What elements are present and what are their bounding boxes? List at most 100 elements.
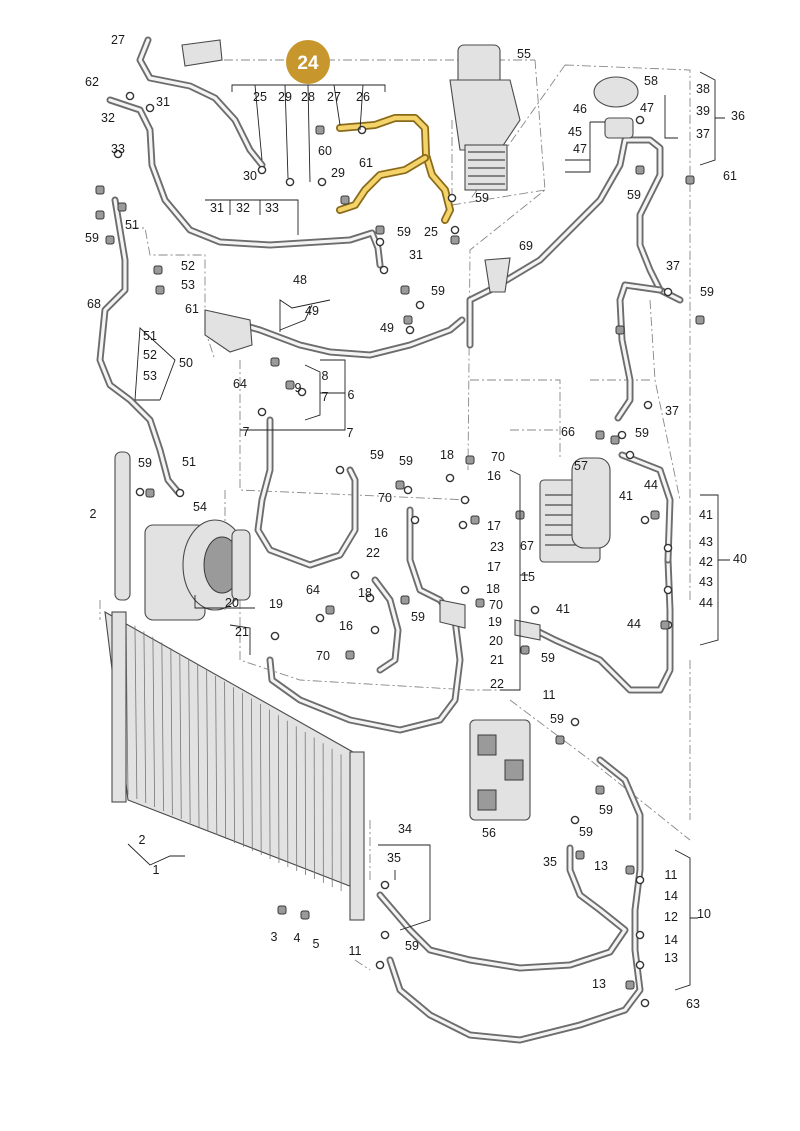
part-number-label: 57 [574, 459, 588, 473]
part-number-label: 60 [318, 144, 332, 158]
seal-ring [113, 149, 123, 159]
part-number-label: 32 [236, 201, 250, 215]
part-number-label: 31 [210, 201, 224, 215]
bolt-fitting [345, 650, 355, 660]
part-number-label: 59 [405, 939, 419, 953]
seal-ring [643, 400, 653, 410]
part-number-label: 59 [411, 610, 425, 624]
bolt-fitting [470, 515, 480, 525]
seal-ring [365, 593, 375, 603]
part-number-label: 14 [664, 933, 678, 947]
bolt-fitting [277, 905, 287, 915]
chiller [539, 457, 611, 563]
part-number-label: 53 [181, 278, 195, 292]
condenser-fin [259, 703, 262, 856]
part-number-label: 38 [696, 82, 710, 96]
part-number-label: 7 [322, 390, 329, 404]
condenser-fin [206, 670, 209, 832]
part-number-label: 13 [592, 977, 606, 991]
part-number-label: 51 [182, 455, 196, 469]
seal-ring [380, 880, 390, 890]
part-number-label: 21 [235, 625, 249, 639]
seal-ring [635, 115, 645, 125]
part-number-label: 56 [482, 826, 496, 840]
valve-block [593, 76, 639, 139]
part-number-label: 17 [487, 560, 501, 574]
part-number-label: 46 [573, 102, 587, 116]
seal-ring [145, 103, 155, 113]
seal-ring [635, 875, 645, 885]
part-number-label: 16 [487, 469, 501, 483]
bolt-fitting [595, 430, 605, 440]
part-number-label: 1 [153, 863, 160, 877]
part-number-label: 70 [378, 491, 392, 505]
part-number-label: 58 [644, 74, 658, 88]
seal-ring [663, 585, 673, 595]
seal-ring [460, 495, 470, 505]
seal-ring [370, 625, 380, 635]
part-number-label: 11 [543, 688, 556, 702]
seal-ring [458, 520, 468, 530]
seal-ring [350, 570, 360, 580]
part-number-label: 17 [487, 519, 501, 533]
bolt-fitting [555, 735, 565, 745]
seal-ring [285, 177, 295, 187]
part-number-label: 63 [686, 997, 700, 1011]
condenser-fins [125, 619, 351, 895]
bolt-fitting [325, 605, 335, 615]
bolt-fitting [95, 185, 105, 195]
part-number-label: 2 [139, 833, 146, 847]
part-number-label: 61 [359, 156, 373, 170]
hose-left-loop [106, 96, 384, 269]
seal-ring [335, 465, 345, 475]
seal-ring [257, 165, 267, 175]
part-number-label: 47 [573, 142, 587, 156]
part-number-label: 59 [138, 456, 152, 470]
seal-ring [415, 300, 425, 310]
part-number-label: 64 [306, 583, 320, 597]
bolt-fitting [635, 165, 645, 175]
part-number-label: 37 [696, 127, 710, 141]
part-number-label: 20 [489, 634, 503, 648]
part-number-label: 51 [125, 218, 139, 232]
part-number-label: 15 [521, 570, 535, 584]
part-number-label: 20 [225, 596, 239, 610]
control-block [469, 719, 531, 821]
part-number-label: 39 [696, 104, 710, 118]
part-number-label: 13 [594, 859, 608, 873]
part-number-label: 14 [664, 889, 678, 903]
part-number-label: 8 [322, 369, 329, 383]
part-number-label: 59 [550, 712, 564, 726]
part-number-label: 33 [111, 142, 125, 156]
part-number-label: 13 [664, 951, 678, 965]
part-number-label: 66 [561, 425, 575, 439]
part-number-label: 44 [699, 596, 713, 610]
part-number-label: 40 [733, 552, 747, 566]
bolt-fitting [105, 235, 115, 245]
condenser-fin [215, 675, 218, 836]
condenser-fin [268, 709, 271, 860]
seal-ring [375, 960, 385, 970]
hose-lower-middle [376, 844, 629, 972]
part-number-label: 22 [366, 546, 380, 560]
seal-ring [460, 585, 470, 595]
seal-ring [410, 515, 420, 525]
condenser-fin [179, 653, 182, 820]
part-number-label: 59 [85, 231, 99, 245]
bolt-fitting [695, 315, 705, 325]
hose-center-long [266, 506, 464, 734]
seal-ring [270, 631, 280, 641]
condenser-fin [161, 642, 164, 812]
part-number-label: 7 [243, 425, 250, 439]
part-number-label: 11 [349, 944, 362, 958]
part-number-label: 12 [664, 910, 678, 924]
part-number-label: 21 [490, 653, 504, 667]
part-number-label: 61 [185, 302, 199, 316]
part-number-label: 47 [640, 101, 654, 115]
part-number-label: 55 [517, 47, 531, 61]
part-number-label: 69 [519, 239, 533, 253]
part-number-label: 59 [541, 651, 555, 665]
refrigerant-hoses [96, 36, 684, 1044]
part-number-label: 16 [374, 526, 388, 540]
